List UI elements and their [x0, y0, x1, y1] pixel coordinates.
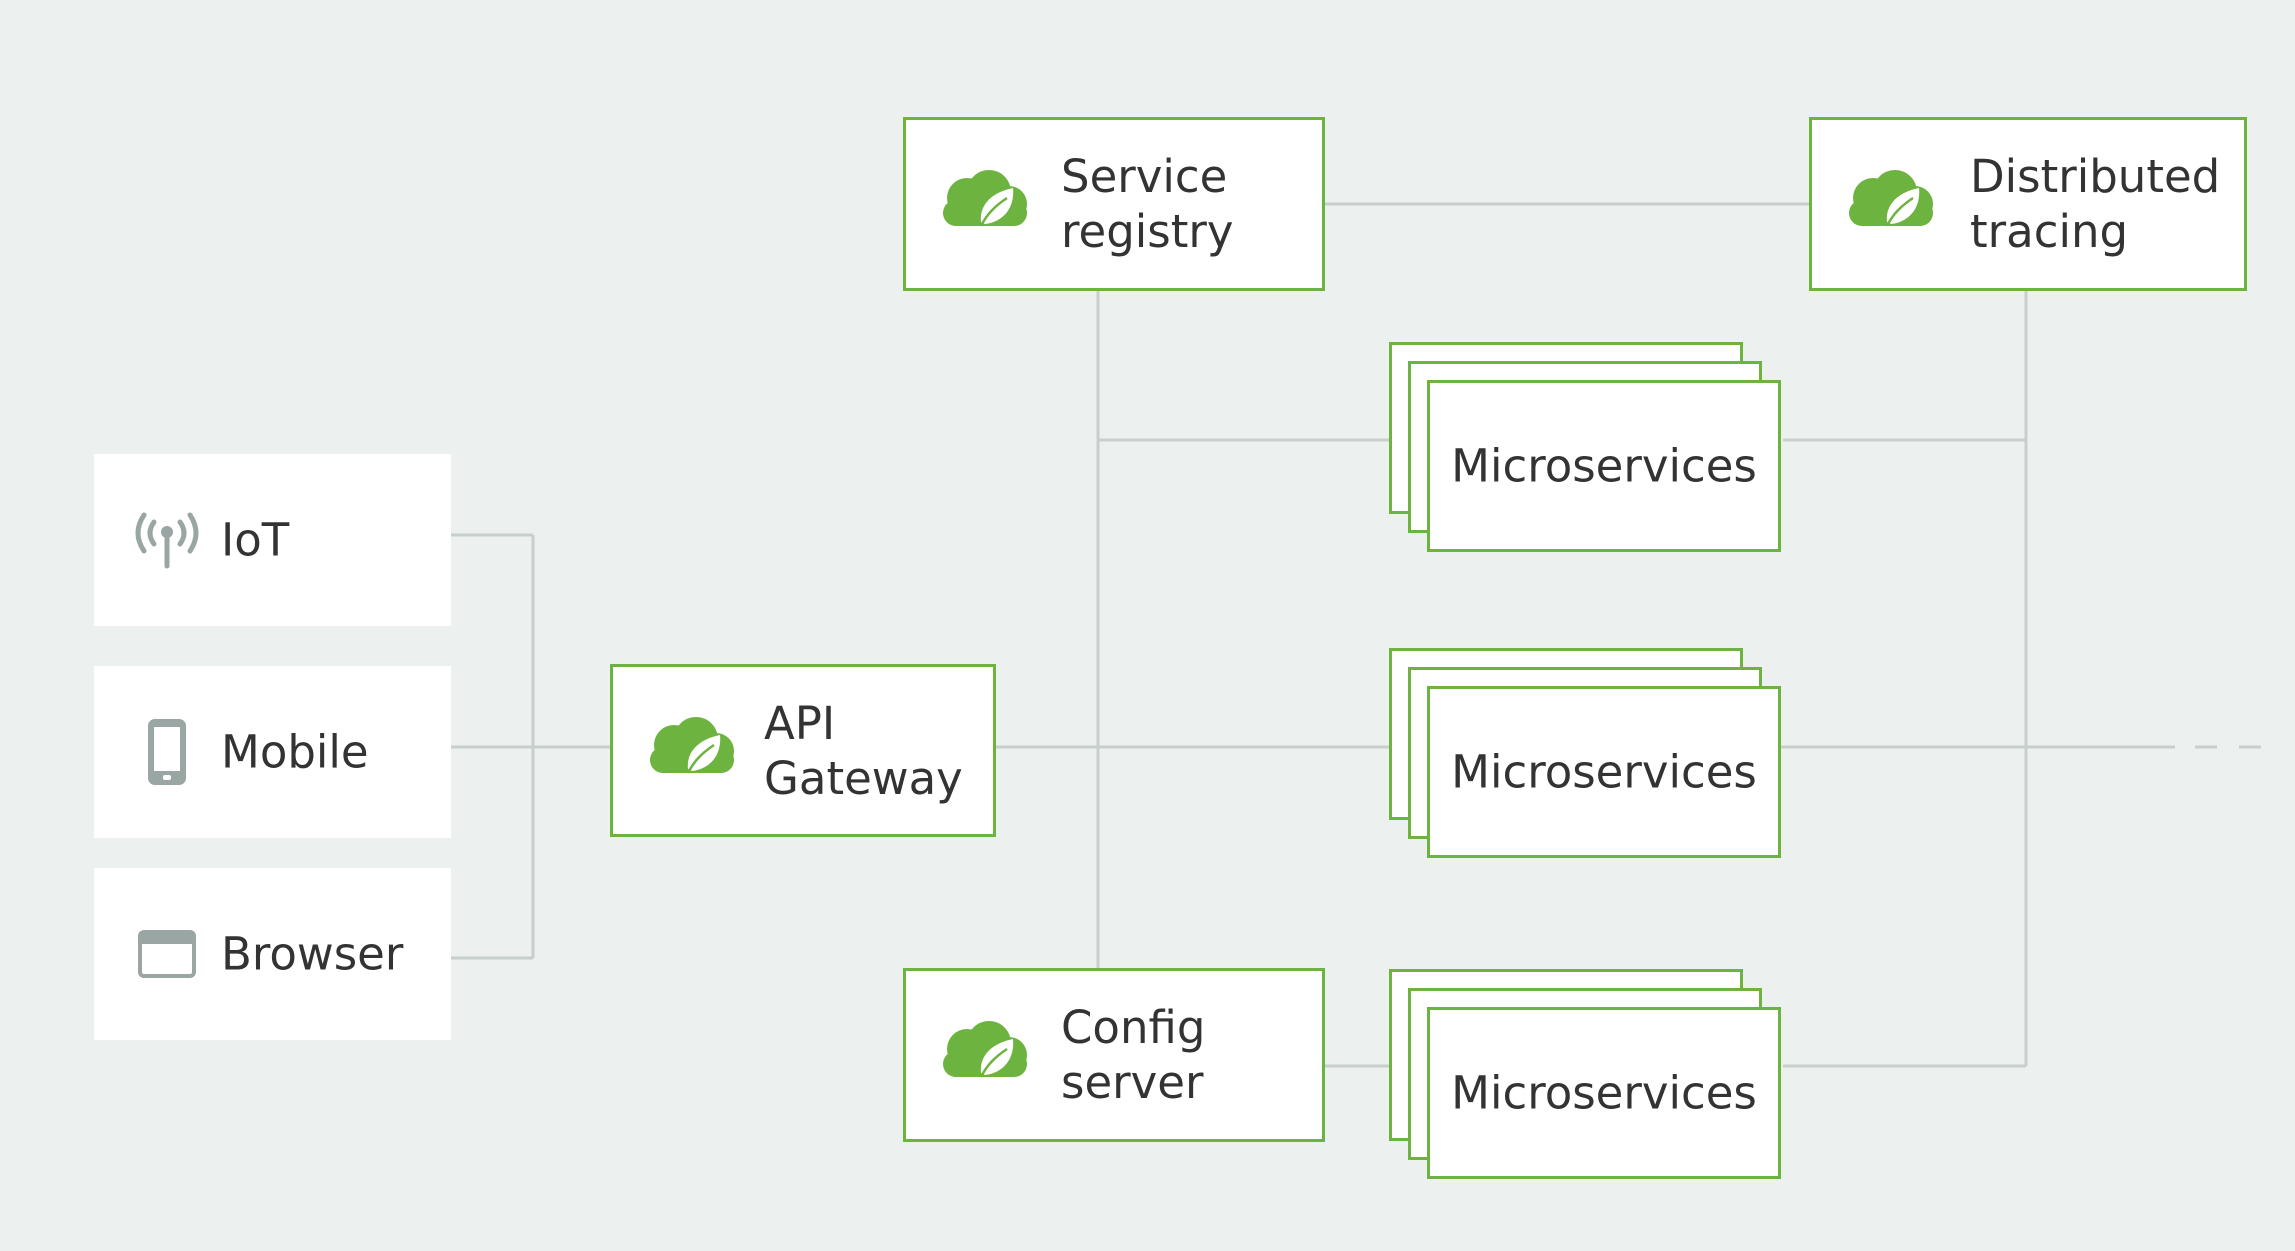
client-label-mobile: Mobile — [221, 725, 369, 779]
microservices-stack: Microservices — [1389, 342, 1789, 557]
microservices-label: Microservices — [1451, 745, 1757, 799]
microservices-stack: Microservices — [1389, 648, 1789, 863]
antenna-icon — [132, 505, 202, 575]
config-server-line1: Config — [1061, 1001, 1206, 1054]
api-gateway-line2: Gateway — [764, 751, 963, 805]
microservice-card-front: Microservices — [1427, 1007, 1781, 1179]
distributed-tracing-label: Distributed tracing — [1970, 149, 2250, 259]
microservice-card-front: Microservices — [1427, 380, 1781, 552]
distributed-tracing-line1: Distributed — [1970, 150, 2221, 203]
client-label-browser: Browser — [221, 927, 404, 981]
microservices-stack: Microservices — [1389, 969, 1789, 1184]
spring-cloud-icon — [650, 716, 734, 774]
api-gateway-line1: API — [764, 696, 836, 750]
microservices-label: Microservices — [1451, 439, 1757, 493]
service-registry-box: Service registry — [903, 117, 1325, 291]
config-server-label: Config server — [1061, 1000, 1341, 1110]
spring-cloud-icon — [1849, 170, 1933, 227]
api-gateway-box: API Gateway — [610, 664, 996, 837]
spring-cloud-icon — [943, 170, 1027, 227]
api-gateway-label: API Gateway — [764, 696, 1044, 806]
client-mobile: Mobile — [94, 666, 451, 838]
config-server-box: Config server — [903, 968, 1325, 1142]
microservices-label: Microservices — [1451, 1066, 1757, 1120]
service-registry-line2: registry — [1061, 205, 1234, 258]
browser-window-icon — [132, 919, 202, 989]
spring-cloud-icon — [943, 1021, 1027, 1078]
client-browser: Browser — [94, 868, 451, 1040]
client-label-iot: IoT — [221, 513, 290, 567]
client-iot: IoT — [94, 454, 451, 626]
service-registry-label: Service registry — [1061, 149, 1341, 259]
service-registry-line1: Service — [1061, 150, 1228, 203]
distributed-tracing-box: Distributed tracing — [1809, 117, 2247, 291]
microservice-card-front: Microservices — [1427, 686, 1781, 858]
distributed-tracing-line2: tracing — [1970, 205, 2129, 258]
mobile-phone-icon — [132, 717, 202, 787]
config-server-line2: server — [1061, 1056, 1204, 1109]
